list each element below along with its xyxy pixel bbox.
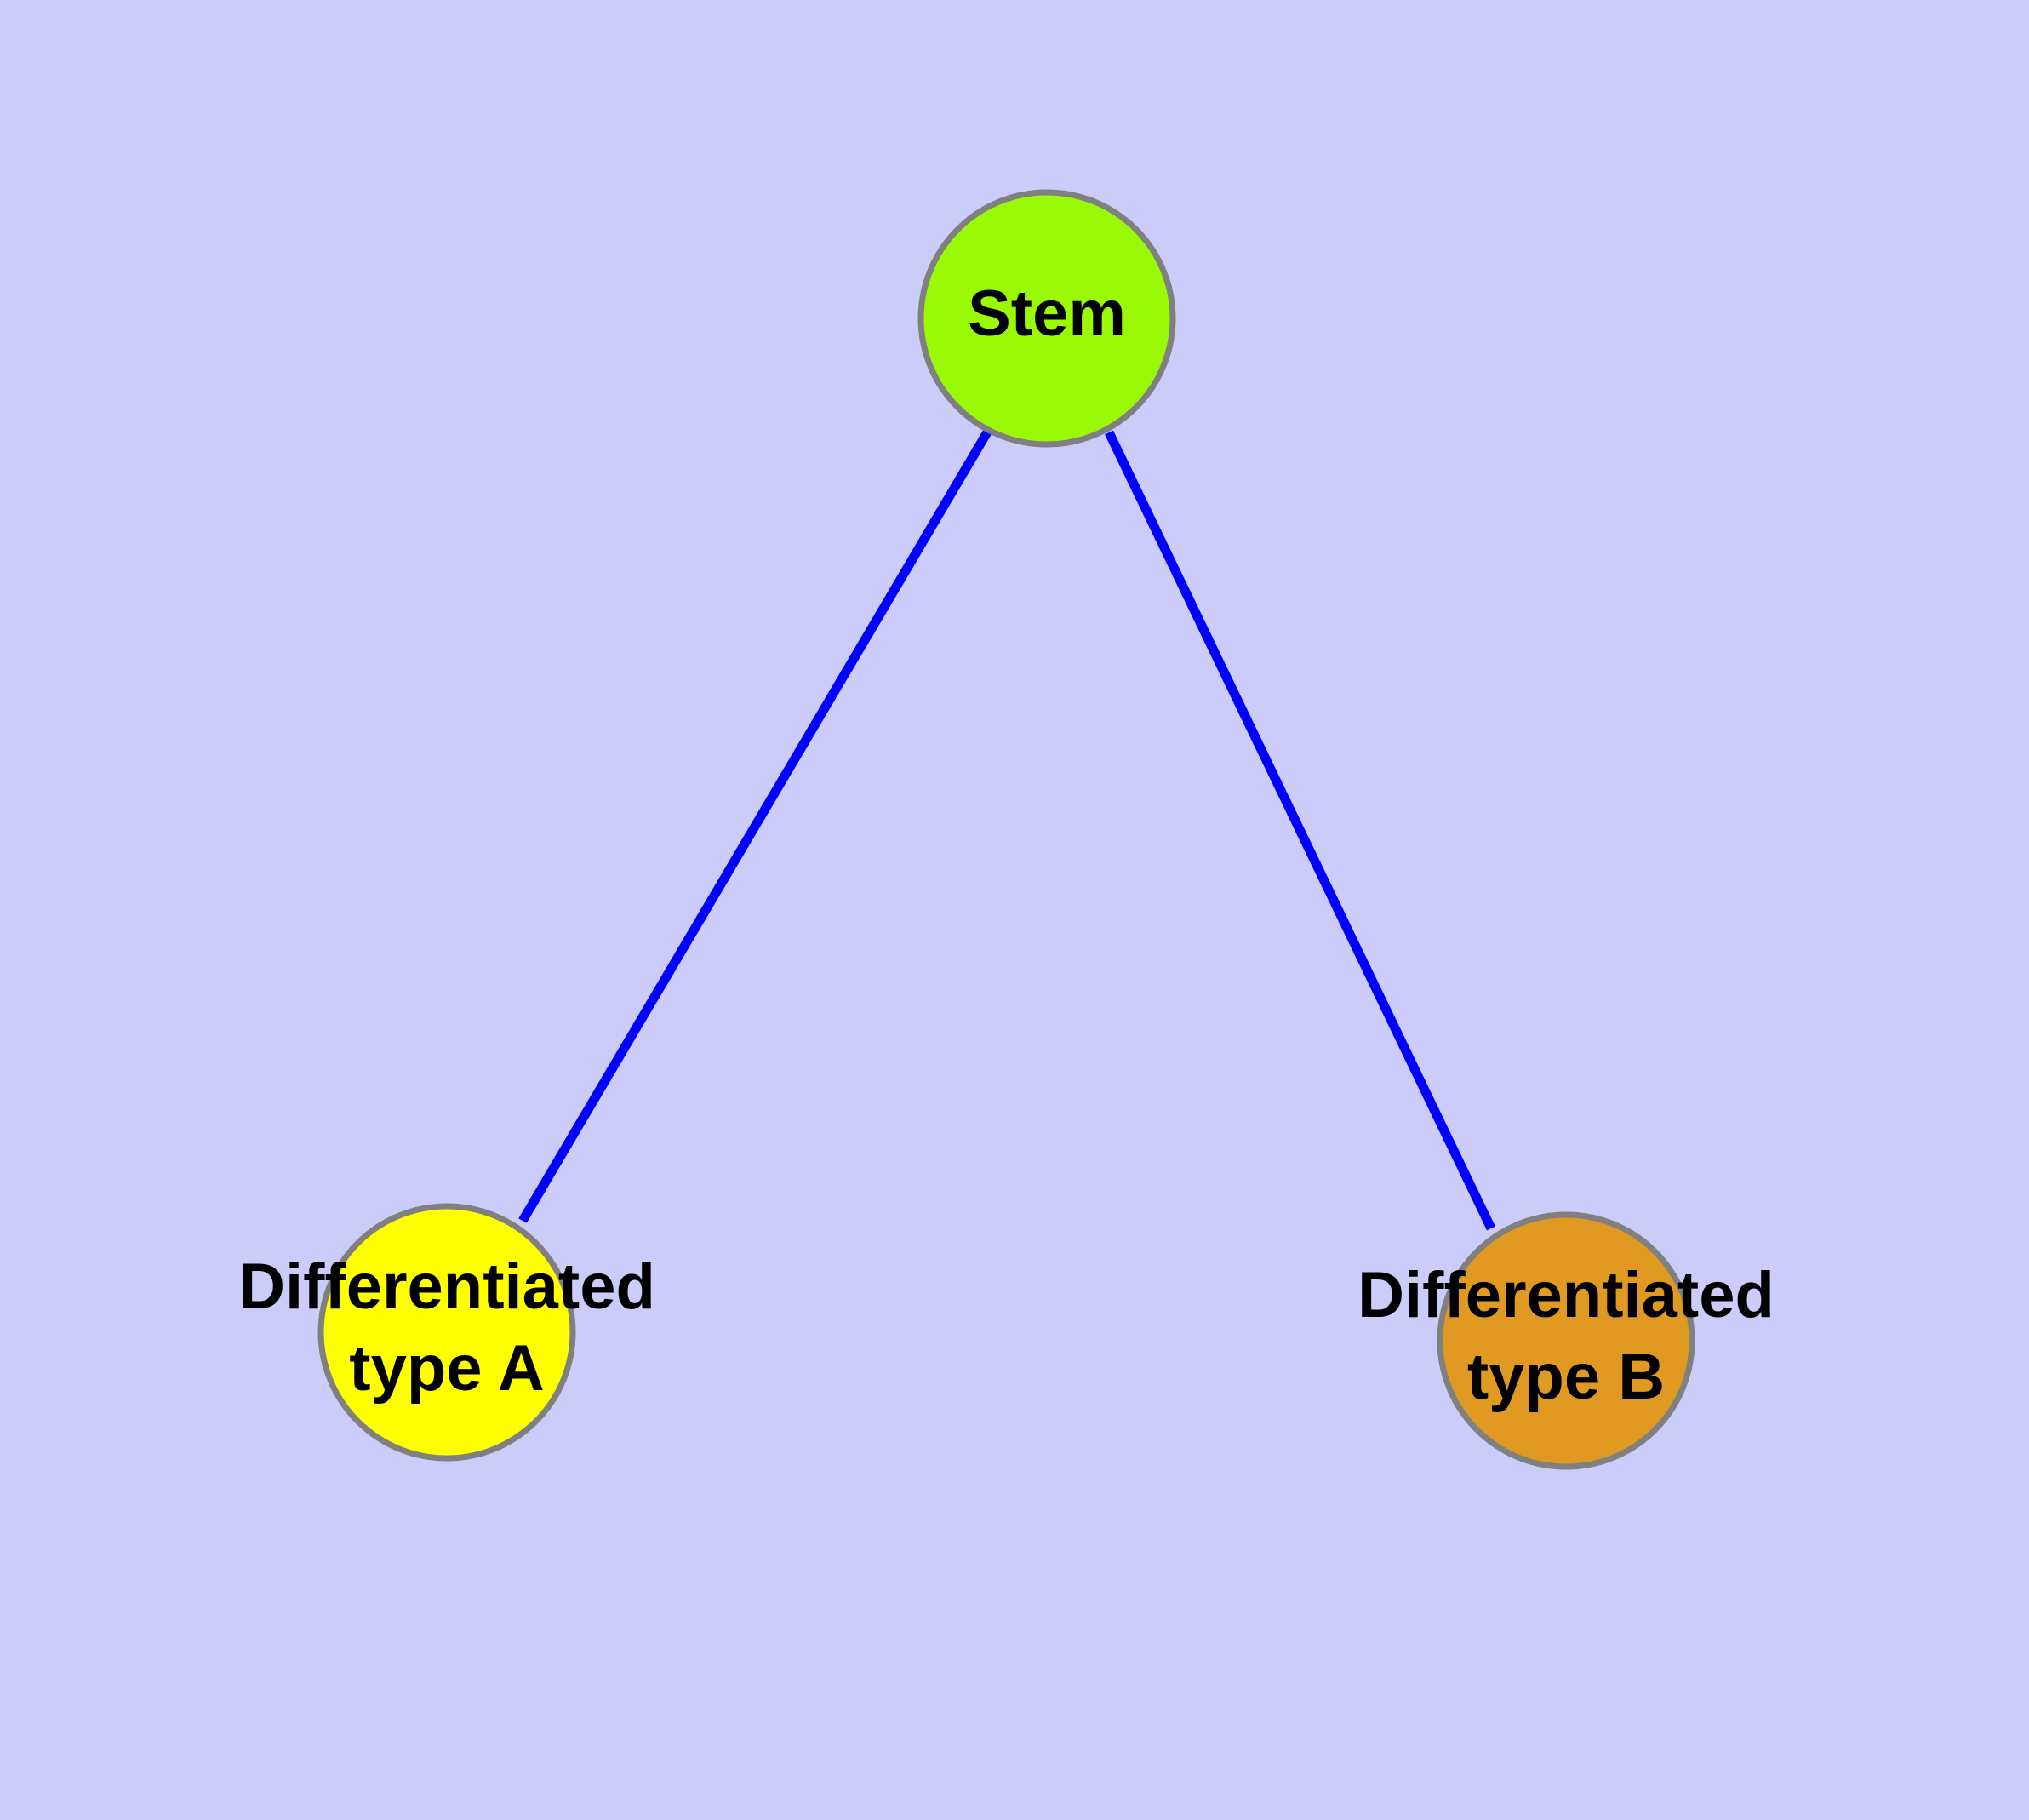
node-label-stem: Stem [968, 278, 1126, 350]
node-diff_b[interactable]: Differentiated type B [1357, 1211, 1775, 1470]
node-label-line: Differentiated [1357, 1259, 1775, 1331]
node-circle-diff_a[interactable] [317, 1203, 576, 1462]
node-label-diff_b: Differentiated type B [1357, 1259, 1775, 1413]
edge-stem-diff-a[interactable] [518, 428, 992, 1223]
node-diff_a[interactable]: Differentiated type A [238, 1203, 655, 1462]
node-circle-diff_b[interactable] [1437, 1211, 1695, 1470]
node-label-line: Differentiated [238, 1251, 655, 1323]
node-stem[interactable]: Stem [917, 189, 1176, 448]
node-label-line: type B [1467, 1341, 1665, 1413]
node-label-line: type A [349, 1332, 544, 1405]
node-label-diff_a: Differentiated type A [238, 1251, 655, 1405]
edge-stem-diff-b[interactable] [1105, 430, 1495, 1231]
node-label-line: Stem [968, 278, 1126, 350]
edges-layer [518, 428, 1495, 1231]
node-circle-stem[interactable] [917, 189, 1176, 448]
